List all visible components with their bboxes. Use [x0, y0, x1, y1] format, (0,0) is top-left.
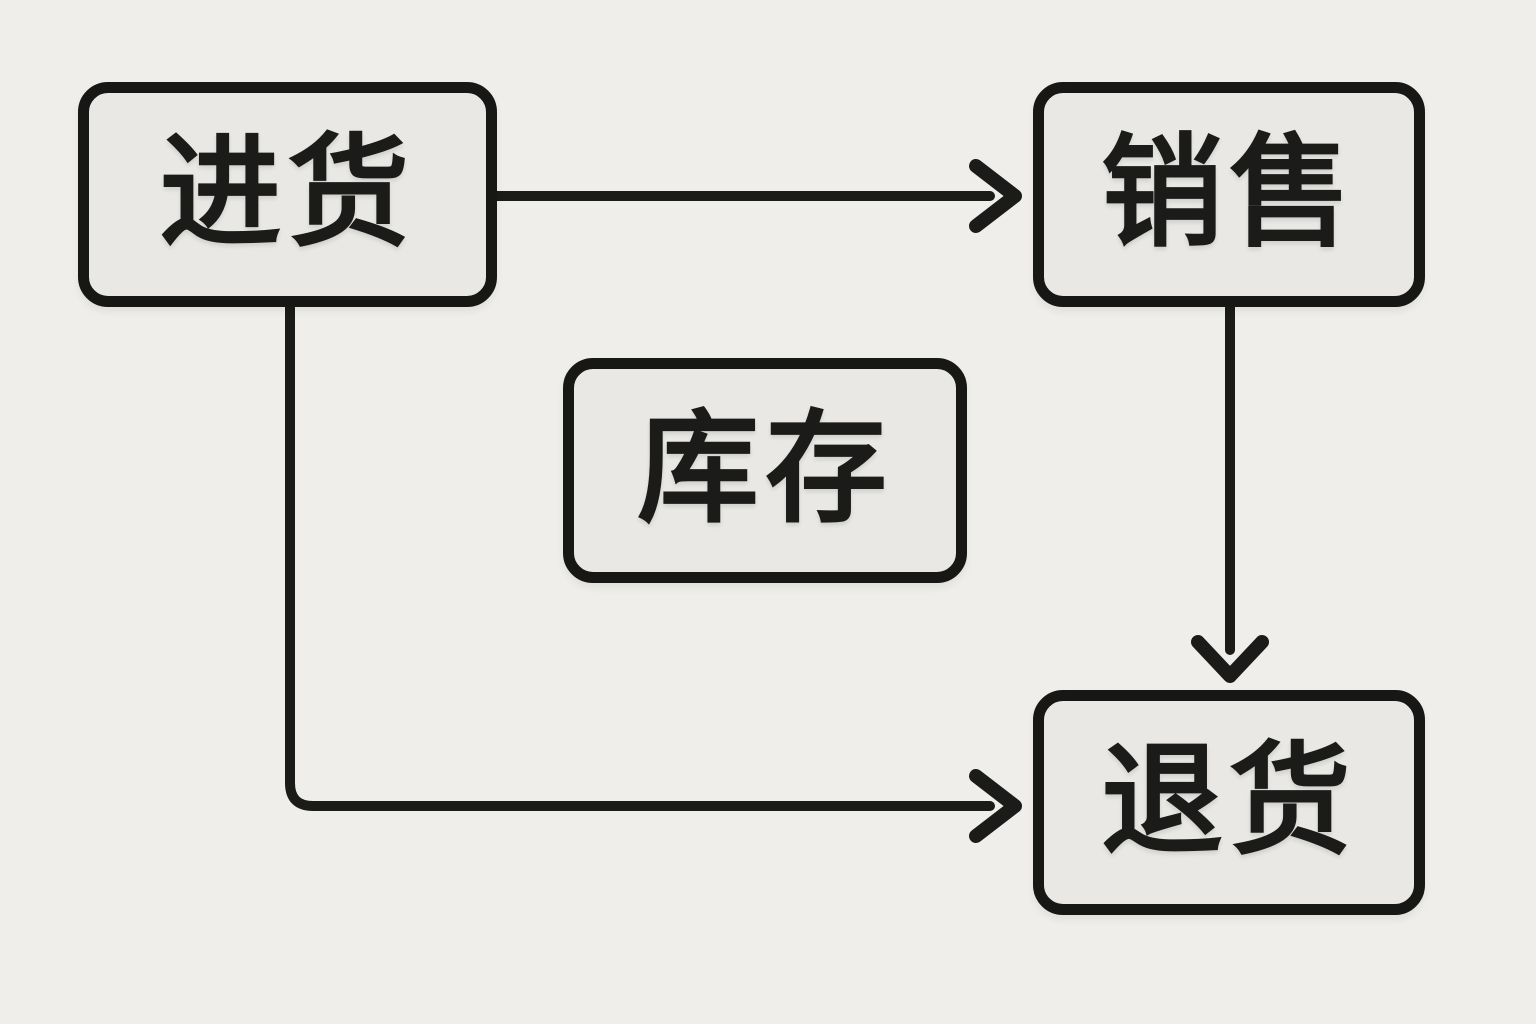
node-returns-label: 退货: [1101, 729, 1357, 872]
node-inventory: 库存: [563, 358, 967, 583]
arrow-right-icon: [969, 769, 1022, 843]
arrow-right-icon: [969, 159, 1022, 233]
node-purchase-label: 进货: [159, 121, 416, 264]
arrow-down-icon: [1191, 635, 1269, 683]
node-purchase: 进货: [78, 82, 497, 307]
node-sales: 销售: [1033, 82, 1425, 307]
node-inventory-label: 库存: [637, 397, 893, 540]
edge-purchase-to-returns-line: [285, 302, 995, 811]
node-returns: 退货: [1033, 690, 1425, 915]
node-sales-label: 销售: [1101, 121, 1357, 264]
edge-purchase-to-sales: [492, 159, 1022, 233]
edge-sales-to-returns: [1191, 302, 1269, 683]
edge-purchase-to-returns: [285, 302, 1022, 843]
